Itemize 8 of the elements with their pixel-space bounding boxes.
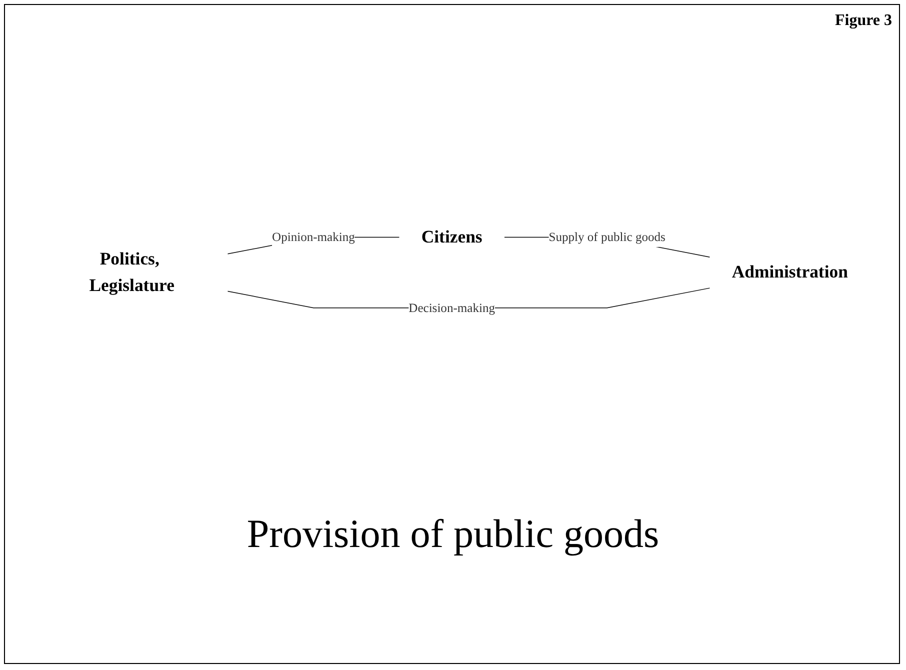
edge-label: Supply of public goods (548, 230, 666, 244)
node-text: Citizens (421, 228, 482, 247)
edge-label: Decision-making (408, 300, 496, 315)
caption: Provision of public goods (246, 510, 660, 557)
node-text: Administration (732, 262, 848, 282)
edge-label: Opinion-making (272, 230, 355, 244)
node-text: Politics, Legislature (89, 250, 174, 296)
figure-number: Figure 3 (834, 12, 892, 30)
